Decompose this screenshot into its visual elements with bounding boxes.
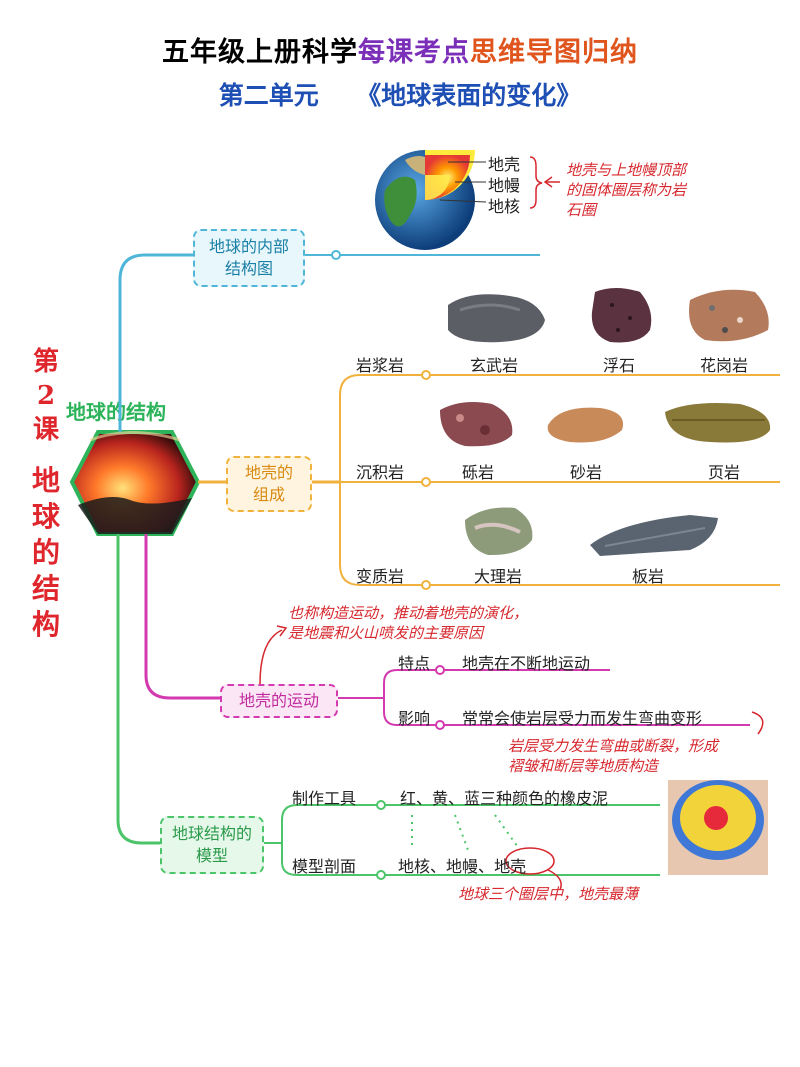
movement-note-line2: 是地震和火山喷发的主要原因 <box>288 624 484 642</box>
branch-crust-composition[interactable]: 地壳的组成 <box>226 456 312 512</box>
branch-earth-model[interactable]: 地球结构的模型 <box>160 816 264 874</box>
title-purple-part: 每课考点 <box>358 37 470 68</box>
lesson-name-char: 球 <box>31 500 60 533</box>
center-topic-label: 地球的结构 <box>66 400 166 424</box>
title-orange-part: 思维导图归纳 <box>470 37 638 68</box>
branch-internal-label: 地球的内部结构图 <box>209 237 290 278</box>
rock-name: 板岩 <box>632 567 665 586</box>
movement-feature-label: 特点 <box>398 654 431 673</box>
section-part: 地幔 <box>446 857 479 876</box>
movement-note-line1: 也称构造运动，推动着地壳的演化， <box>288 604 529 622</box>
section-part: 地壳 <box>494 857 527 876</box>
branch-internal-structure[interactable]: 地球的内部结构图 <box>193 229 305 287</box>
rock-name: 砾岩 <box>462 463 495 482</box>
rock-name: 浮石 <box>603 356 636 375</box>
page-title: 五年级上册科学每课考点思维导图归纳 <box>0 30 800 69</box>
lesson-name-char: 的 <box>31 536 60 569</box>
effect-note-line2: 褶皱和断层等地质构造 <box>508 757 659 775</box>
movement-effect-label: 影响 <box>398 709 431 728</box>
movement-feature-text: 地壳在不断地运动 <box>462 654 591 673</box>
branch-model-label: 地球结构的模型 <box>172 824 253 865</box>
page-subtitle: 第二单元 《地球表面的变化》 <box>218 81 582 110</box>
rock-name: 砂岩 <box>570 463 603 482</box>
sandstone-rock-icon <box>547 407 624 443</box>
volcano-hexagon-icon <box>69 430 201 536</box>
rock-type-igneous: 岩浆岩 <box>356 356 405 375</box>
model-section-parts: 地核、地幔、地壳 <box>398 857 527 876</box>
rock-name: 页岩 <box>708 463 741 482</box>
rock-name: 花岗岩 <box>700 356 749 375</box>
lesson-name-char: 地 <box>31 464 60 497</box>
model-tool-text: 红、黄、蓝三种颜色的橡皮泥 <box>400 789 609 808</box>
conglomerate-rock-icon <box>440 402 513 447</box>
pumice-rock-icon <box>591 288 652 343</box>
branch-movement-label: 地壳的运动 <box>238 691 319 710</box>
effect-note-line1: 岩层受力发生弯曲或断裂，形成 <box>508 737 719 755</box>
model-section-label: 模型剖面 <box>292 857 357 876</box>
granite-rock-icon <box>689 289 769 342</box>
lesson-name-char: 构 <box>31 608 60 641</box>
section-part: 地核 <box>398 857 431 876</box>
basalt-rock-icon <box>448 294 545 343</box>
marble-rock-icon <box>465 507 533 556</box>
slate-rock-icon <box>590 515 718 556</box>
lesson-name-char: 结 <box>31 572 60 605</box>
title-black-part: 五年级上册科学 <box>162 37 358 68</box>
model-tool-label: 制作工具 <box>292 789 357 808</box>
clay-model-icon <box>668 780 768 875</box>
lesson-number: 第2课 <box>32 347 59 445</box>
layer-crust-label: 地壳 <box>488 155 521 174</box>
layer-core-label: 地核 <box>488 197 521 216</box>
earth-cross-section-icon <box>375 150 487 250</box>
shale-rock-icon <box>665 403 771 443</box>
rock-name: 大理岩 <box>474 567 523 586</box>
rock-type-sedimentary: 沉积岩 <box>356 463 405 482</box>
lesson-title: 第2课 地 球 的 结 构 <box>24 345 68 643</box>
branch-crust-movement[interactable]: 地壳的运动 <box>220 684 338 718</box>
branch-crust-label: 地壳的组成 <box>244 463 293 504</box>
rock-name: 玄武岩 <box>470 356 519 375</box>
model-note: 地球三个圈层中，地壳最薄 <box>458 885 639 903</box>
movement-effect-text: 常常会使岩层受力而发生弯曲变形 <box>462 709 703 728</box>
rock-type-metamorphic: 变质岩 <box>356 567 405 586</box>
layer-mantle-label: 地幔 <box>488 176 521 195</box>
lithosphere-note: 地壳与上地幔顶部的固体圈层称为岩石圈 <box>566 161 687 219</box>
